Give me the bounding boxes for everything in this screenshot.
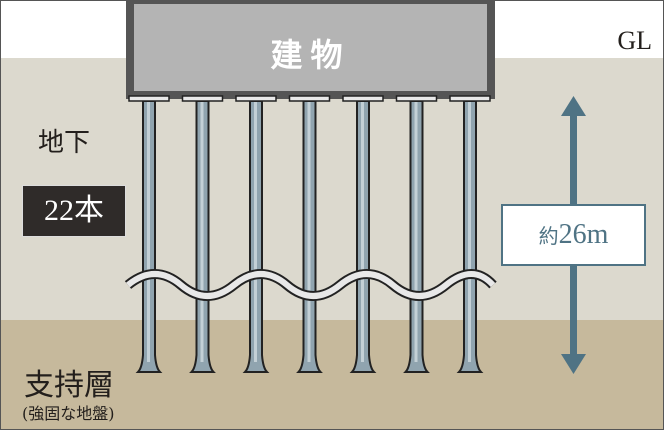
pile bbox=[128, 95, 170, 373]
bearing-layer-label: 支持層 bbox=[24, 368, 114, 403]
pile bbox=[395, 95, 438, 373]
depth-value: 26m bbox=[558, 219, 609, 250]
pile bbox=[288, 95, 331, 373]
pile-count-badge: 22本 bbox=[22, 185, 126, 237]
underground-label: 地下 bbox=[38, 128, 91, 158]
bearing-layer-note: (強固な地盤) bbox=[22, 404, 115, 423]
bearing-layer bbox=[0, 320, 664, 430]
pile-cap bbox=[181, 95, 224, 102]
pile-cap bbox=[342, 95, 384, 102]
depth-label-box: 約26m bbox=[501, 204, 646, 266]
pile bbox=[342, 95, 384, 373]
pile-cap bbox=[128, 95, 170, 102]
pile bbox=[181, 95, 224, 373]
pile-cap bbox=[288, 95, 331, 102]
pile-cap bbox=[395, 95, 438, 102]
building bbox=[126, 0, 495, 99]
depth-prefix: 約 bbox=[538, 224, 559, 248]
pile bbox=[235, 95, 277, 373]
pile-cap bbox=[449, 95, 491, 102]
ground-level-label: GL bbox=[617, 26, 652, 55]
pile-cap bbox=[235, 95, 277, 102]
pile bbox=[449, 95, 491, 373]
piles bbox=[128, 95, 491, 373]
building-label: 建物 bbox=[270, 36, 351, 74]
